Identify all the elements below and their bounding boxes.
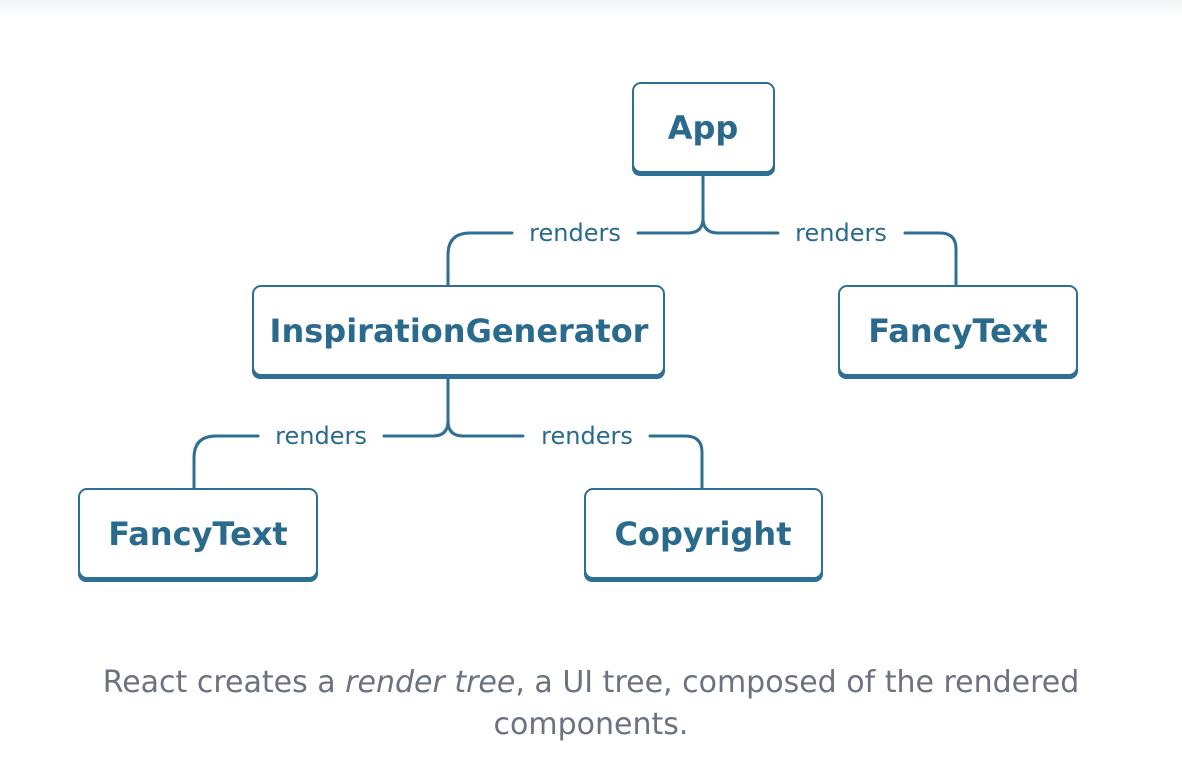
node-inspiration-generator-label: InspirationGenerator	[270, 312, 649, 350]
edge-label-app-to-fancytext: renders	[795, 219, 887, 247]
edge-label-inspiration-to-copyright: renders	[541, 422, 633, 450]
caption-text-after: , a UI tree, composed of the rendered co…	[493, 665, 1080, 742]
node-copyright-label: Copyright	[615, 515, 792, 553]
node-fancytext-left: FancyText	[78, 488, 318, 582]
edge-inspiration-to-copyright-line	[446, 419, 704, 491]
node-copyright: Copyright	[584, 488, 823, 582]
edge-app-to-fancytext-line	[701, 216, 958, 288]
render-tree-diagram: renders renders renders renders App Insp…	[78, 82, 1078, 582]
caption-text-before: React creates a	[102, 665, 346, 700]
edge-label-app-to-inspiration: renders	[529, 219, 621, 247]
node-fancytext-right: FancyText	[838, 285, 1078, 379]
node-fancytext-left-label: FancyText	[108, 515, 287, 553]
diagram-caption: React creates a render tree, a UI tree, …	[100, 662, 1082, 746]
top-band	[0, 0, 1182, 20]
caption-emphasis: render tree	[345, 665, 516, 700]
node-app: App	[632, 82, 775, 176]
edge-label-inspiration-to-fancytext: renders	[275, 422, 367, 450]
node-app-label: App	[668, 109, 739, 147]
node-inspiration-generator: InspirationGenerator	[252, 285, 665, 379]
node-fancytext-right-label: FancyText	[868, 312, 1047, 350]
